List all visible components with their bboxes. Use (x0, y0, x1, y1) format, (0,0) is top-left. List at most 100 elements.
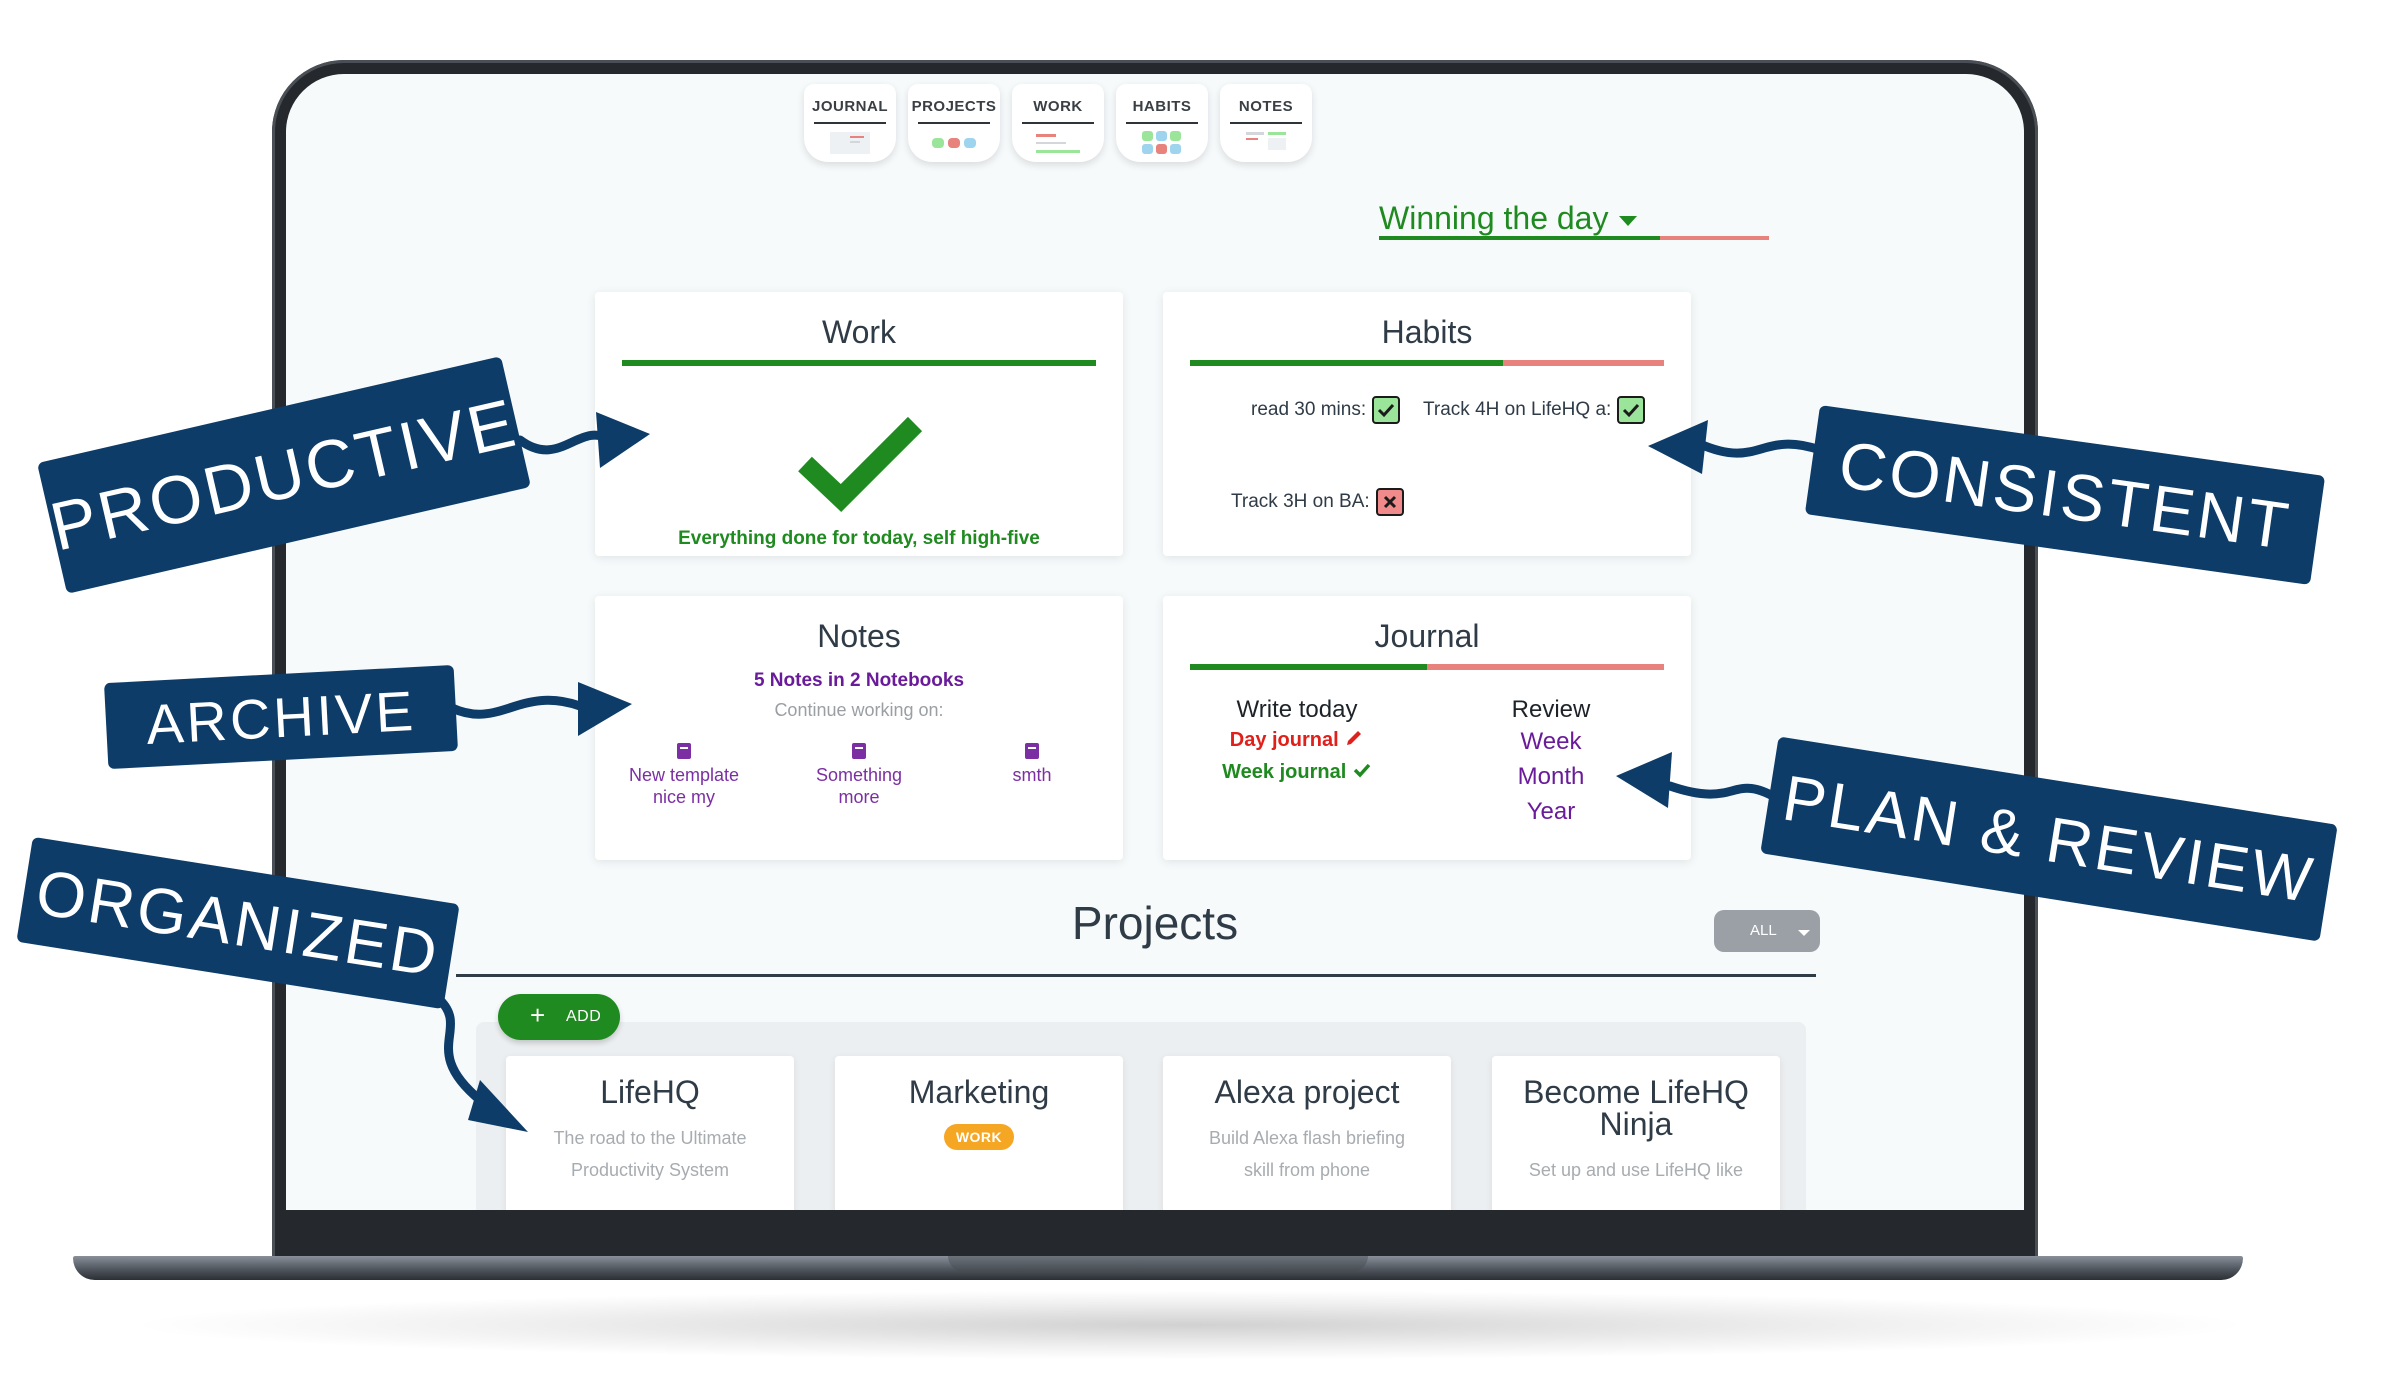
tab-divider (918, 122, 990, 124)
laptop-shadow (120, 1290, 2260, 1360)
work-progress-bar (622, 360, 1096, 366)
note-title: Something (815, 765, 903, 785)
project-desc-line: Productivity System (570, 1160, 730, 1180)
tab-projects[interactable]: PROJECTS (908, 84, 1000, 162)
habit-item: Track 4H on LifeHQ a: (1423, 396, 1646, 424)
projects-filter-dropdown[interactable]: ALL (1714, 910, 1820, 952)
journal-preview-icon (830, 132, 870, 154)
review-month-link[interactable]: Month (1517, 763, 1585, 790)
notes-summary[interactable]: 5 Notes in 2 Notebooks (753, 670, 965, 691)
journal-progress-fill (1190, 664, 1427, 670)
project-title: Become LifeHQ Ninja (1492, 1076, 1780, 1140)
filter-label: ALL (1750, 922, 1777, 939)
tab-divider (1230, 122, 1302, 124)
journal-progress-bar (1190, 664, 1664, 670)
tab-notes-label: NOTES (1238, 98, 1294, 115)
notebook-icon (852, 743, 866, 759)
note-title: New template (628, 765, 740, 785)
notes-continue-label: Continue working on: (774, 700, 944, 720)
tab-work-label: WORK (1033, 98, 1083, 115)
day-journal-link[interactable]: Day journal (1199, 724, 1395, 756)
checkmark-icon (1353, 763, 1371, 778)
big-checkmark-icon (798, 416, 923, 512)
projects-heading: Projects (1071, 897, 1239, 949)
notebook-icon (1025, 743, 1039, 759)
project-desc-line: The road to the Ultimate (553, 1128, 747, 1148)
project-card[interactable]: Marketing WORK (835, 1056, 1123, 1210)
note-title: smth (1012, 765, 1052, 785)
add-label: ADD (566, 1008, 602, 1025)
work-done-message: Everything done for today, self high-fiv… (678, 528, 1040, 549)
projects-divider (456, 974, 1816, 977)
checkbox-checked-icon[interactable] (1372, 396, 1401, 424)
project-title: Alexa project (1214, 1074, 1400, 1110)
add-project-button[interactable]: + ADD (498, 994, 620, 1040)
project-card[interactable]: LifeHQ The road to the Ultimate Producti… (506, 1056, 794, 1210)
app-screen: JOURNAL PROJECTS WORK HABITS (286, 74, 2024, 1210)
tab-divider (1126, 122, 1198, 124)
callout-archive: ARCHIVE (103, 664, 459, 770)
note-link[interactable]: New template nice my (609, 742, 759, 808)
habit-label: read 30 mins: (1251, 399, 1367, 421)
project-tag-badge: WORK (943, 1124, 1015, 1150)
journal-card[interactable]: Journal Write today Day journal Week jou… (1163, 596, 1691, 860)
journal-write-column: Write today Day journal Week journal (1199, 696, 1395, 788)
review-year-link[interactable]: Year (1526, 798, 1576, 825)
project-desc-line: skill from phone (1243, 1160, 1371, 1180)
note-link[interactable]: Something more (784, 742, 934, 808)
project-card[interactable]: Become LifeHQ Ninja Set up and use LifeH… (1492, 1056, 1780, 1210)
chevron-down-icon (1619, 216, 1637, 226)
tab-work[interactable]: WORK (1012, 84, 1104, 162)
notes-preview-icon (1246, 132, 1286, 150)
project-title-line: Ninja (1599, 1106, 1673, 1142)
day-progress-bar (1379, 236, 1769, 240)
project-title-line: Become LifeHQ (1523, 1074, 1749, 1110)
review-week-link[interactable]: Week (1520, 728, 1582, 755)
project-card[interactable]: Alexa project Build Alexa flash briefing… (1163, 1056, 1451, 1210)
project-description: Build Alexa flash briefing skill from ph… (1163, 1122, 1451, 1186)
week-journal-link[interactable]: Week journal (1199, 756, 1395, 788)
laptop-notch (948, 1256, 1368, 1272)
day-status-dropdown[interactable]: Winning the day (1379, 198, 1779, 240)
tab-journal[interactable]: JOURNAL (804, 84, 896, 162)
tab-habits[interactable]: HABITS (1116, 84, 1208, 162)
habits-progress-bar (1190, 360, 1664, 366)
chevron-down-icon (1798, 930, 1810, 936)
note-link[interactable]: smth (957, 742, 1107, 786)
review-label: Review (1511, 696, 1591, 723)
tab-habits-label: HABITS (1132, 98, 1192, 115)
habits-card[interactable]: Habits read 30 mins: Track 4H on LifeHQ … (1163, 292, 1691, 556)
notebook-icon (677, 743, 691, 759)
notes-card-title: Notes (817, 618, 901, 654)
checkbox-checked-icon[interactable] (1617, 396, 1646, 424)
journal-review-column: Review Week Month Year (1481, 696, 1621, 829)
habit-label: Track 4H on LifeHQ a: (1423, 399, 1612, 421)
projects-preview-icon (932, 138, 976, 148)
project-description: The road to the Ultimate Productivity Sy… (506, 1122, 794, 1186)
habit-item: read 30 mins: (1251, 396, 1401, 424)
habits-preview-icon (1142, 131, 1181, 154)
project-description: Set up and use LifeHQ like (1492, 1154, 1780, 1186)
project-desc-line: Set up and use LifeHQ like (1528, 1160, 1744, 1180)
tab-divider (1022, 122, 1094, 124)
write-today-label: Write today (1236, 696, 1358, 723)
tab-divider (814, 122, 886, 124)
habits-card-title: Habits (1381, 314, 1473, 350)
work-card[interactable]: Work Everything done for today, self hig… (595, 292, 1123, 556)
project-desc-line: Build Alexa flash briefing (1208, 1128, 1406, 1148)
day-status-label: Winning the day (1379, 200, 1609, 236)
note-title-line2: nice my (652, 787, 715, 807)
plus-icon: + (530, 1000, 546, 1030)
habits-progress-fill (1190, 360, 1503, 366)
week-journal-label: Week journal (1222, 761, 1347, 783)
notes-card[interactable]: Notes 5 Notes in 2 Notebooks Continue wo… (595, 596, 1123, 860)
project-title: Marketing (908, 1074, 1050, 1110)
checkbox-failed-icon[interactable] (1375, 488, 1404, 516)
tab-journal-label: JOURNAL (811, 98, 888, 115)
habit-label: Track 3H on BA: (1231, 491, 1370, 513)
pencil-icon (1347, 731, 1362, 745)
tab-projects-label: PROJECTS (911, 98, 997, 115)
habit-item: Track 3H on BA: (1231, 488, 1404, 516)
tab-notes[interactable]: NOTES (1220, 84, 1312, 162)
work-preview-icon (1036, 134, 1080, 153)
